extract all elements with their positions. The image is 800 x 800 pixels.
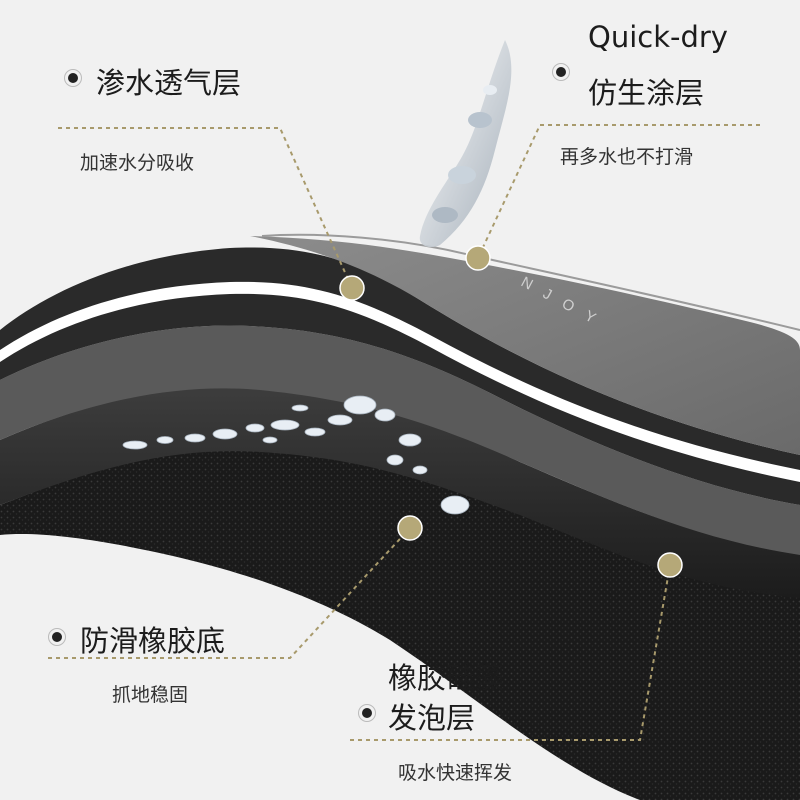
white-stripe [0, 281, 800, 482]
bullet-icon [358, 704, 376, 722]
label-quickdry-title-1: Quick-dry [588, 20, 728, 54]
water-droplets [122, 395, 470, 515]
label-foam-title-2: 发泡层 [388, 701, 476, 735]
bullet-icon [552, 63, 570, 81]
label-permeable-layer-title: 渗水透气层 [96, 66, 242, 100]
leader-lines [48, 124, 760, 741]
callout-dots [339, 245, 683, 578]
bullet-icon [48, 628, 66, 646]
label-permeable-layer-sub: 加速水分吸收 [80, 152, 195, 174]
label-antislip-sub: 抓地稳固 [112, 684, 189, 706]
bullet-icon [64, 69, 82, 87]
upper-dark-band [0, 247, 800, 505]
label-quickdry-sub: 再多水也不打滑 [560, 146, 694, 168]
label-quickdry-title-2: 仿生涂层 [588, 76, 705, 110]
middle-gray-layer [0, 325, 800, 555]
foam-layer [0, 444, 800, 800]
water-stream [419, 40, 512, 248]
label-antislip-title: 防滑橡胶底 [80, 624, 226, 658]
label-foam-title-1: 橡胶硅藻 [388, 661, 505, 695]
quick-dry-coating-layer [250, 236, 800, 455]
label-foam-sub: 吸水快速挥发 [398, 762, 513, 784]
